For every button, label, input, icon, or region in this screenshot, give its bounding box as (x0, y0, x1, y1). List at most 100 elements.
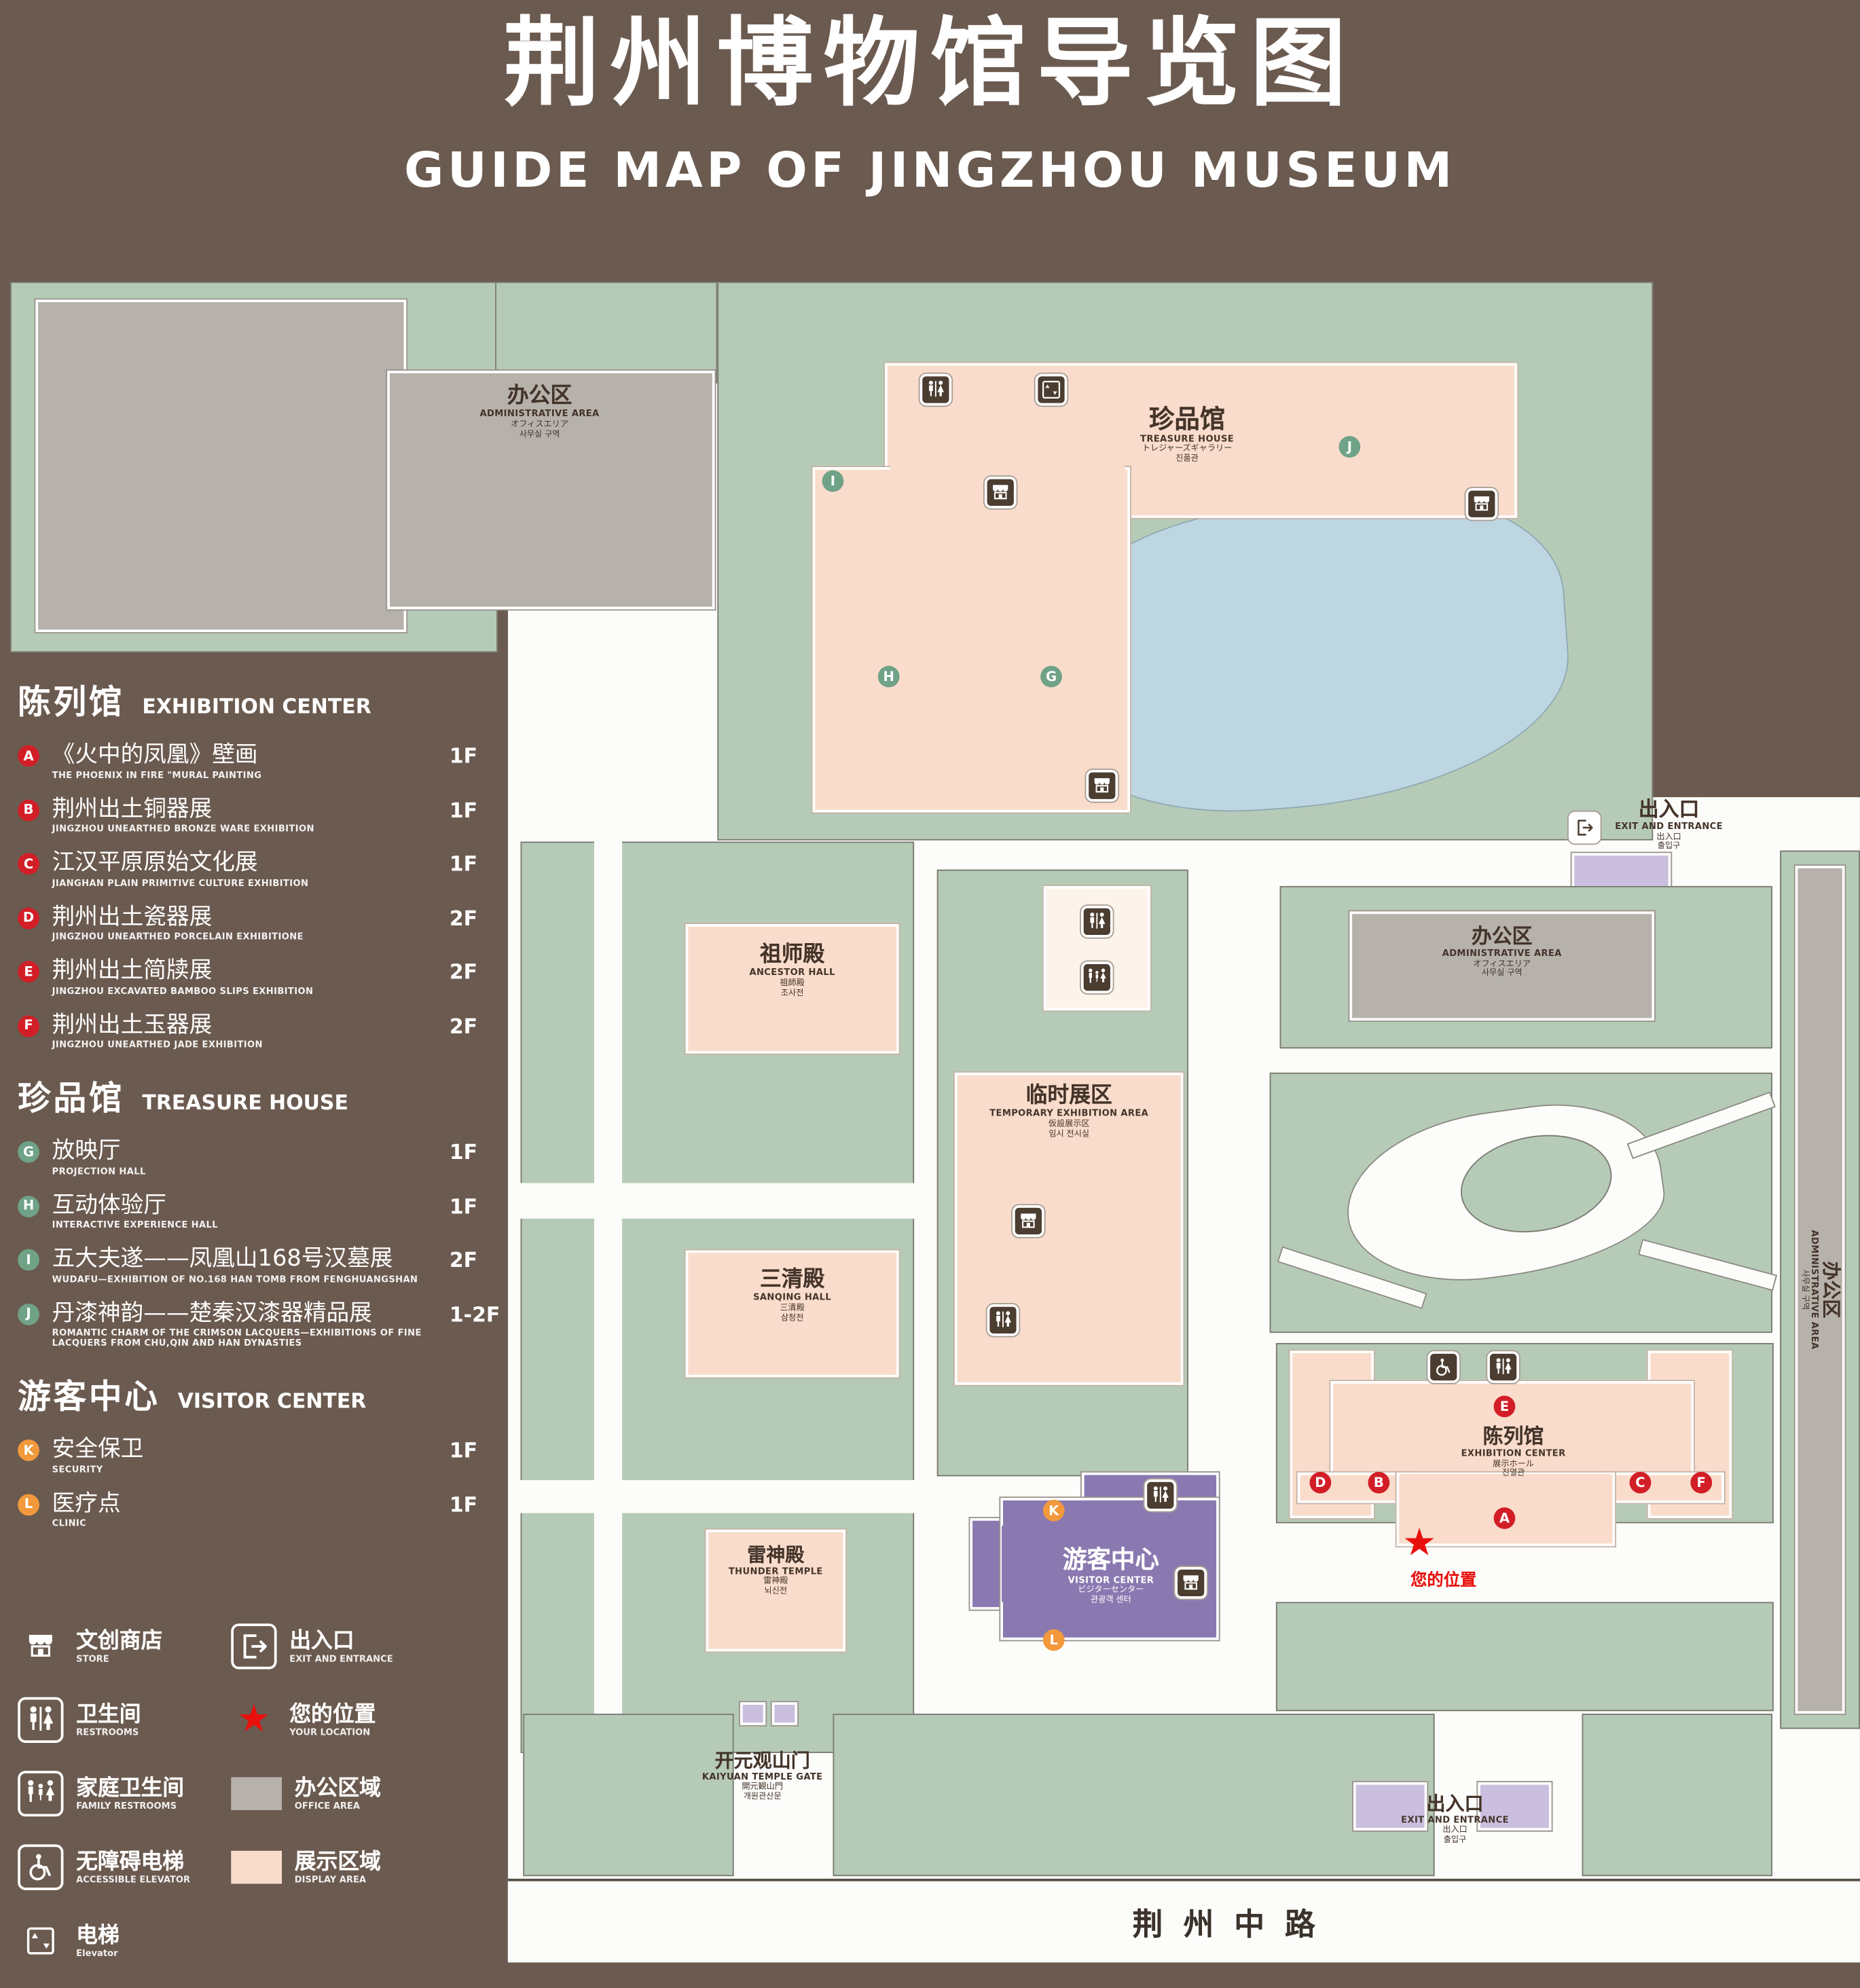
item-title-en: PROJECTION HALL (52, 1166, 146, 1177)
label-en: TEMPORARY EXHIBITION AREA (989, 1108, 1149, 1119)
label-ko: 조사전 (780, 987, 804, 997)
label-ko: 뇌신전 (764, 1585, 788, 1596)
label-ja: 出入口 (1656, 830, 1681, 841)
building-joint (1652, 1384, 1690, 1478)
label-zh: 雷神殿 (747, 1543, 805, 1567)
south-grounds-left (523, 1713, 734, 1877)
map-marker-I: I (822, 470, 844, 492)
building-joint (1334, 1384, 1372, 1478)
legend-marker: F (18, 1014, 39, 1037)
label-ko: 임시 전시실 (1048, 1128, 1090, 1139)
label-ko: 진품관 (1175, 453, 1199, 464)
item-title-zh: 荆州出土铜器展 (52, 795, 213, 822)
ancestor-hall-building (685, 924, 899, 1054)
south-grounds-middle (833, 1713, 1435, 1877)
item-title-zh: 荆州出土简牍展 (52, 957, 213, 984)
legend-marker: E (18, 961, 39, 983)
item-title-zh: 安全保卫 (52, 1435, 144, 1462)
map-marker-C: C (1629, 1471, 1652, 1494)
sanqing-hall-building (685, 1250, 899, 1378)
label-ja: オフィスエリア (511, 418, 568, 429)
label-ja: 開元観山門 (742, 1781, 784, 1792)
restroom-icon (1487, 1351, 1519, 1383)
visitor-center-label: 游客中心 VISITOR CENTER ビジターセンター 관광객 센터 (1016, 1546, 1206, 1605)
exhibition-center-label: 陈列馆 EXHIBITION CENTER 展示ホール 진열관 (1418, 1424, 1608, 1479)
item-title-en: JINGZHOU UNEARTHED BRONZE WARE EXHIBITIO… (52, 824, 314, 834)
legend-header-visitor: 游客中心 VISITOR CENTER (18, 1371, 515, 1418)
legend-marker: B (18, 798, 39, 821)
item-title-zh: 五大夫遂——凤凰山168号汉墓展 (52, 1245, 393, 1272)
item-title-zh: 放映厅 (52, 1137, 121, 1164)
store-icon (984, 477, 1017, 509)
legend-marker: H (18, 1195, 39, 1217)
map-marker-J: J (1338, 436, 1361, 458)
building-joint (1002, 1526, 1013, 1602)
item-title-en: JINGZHOU UNEARTHED JADE EXHIBITION (52, 1039, 263, 1050)
admin-east-building (1795, 866, 1845, 1714)
admin-nw-building (35, 299, 407, 633)
label-en: EXHIBITION CENTER (1461, 1448, 1566, 1459)
page-subtitle: GUIDE MAP OF JINGZHOU MUSEUM (404, 142, 1456, 198)
legend-header-exhibition: 陈列馆 EXHIBITION CENTER (18, 676, 515, 723)
admin-mid-building (1349, 911, 1655, 1021)
restroom-icon (987, 1304, 1019, 1336)
floor-label: 1F (449, 1194, 478, 1218)
family-restroom-icon (18, 1771, 64, 1817)
map-marker-H: H (877, 665, 900, 688)
label-en: THUNDER TEMPLE (728, 1566, 823, 1577)
floor-label: 2F (449, 1247, 478, 1272)
label-ko: 삼청전 (780, 1312, 804, 1323)
admin-nw-label: 办公区 ADMINISTRATIVE AREA オフィスエリア 사무실 구역 (419, 384, 660, 440)
floor-label: 1F (449, 798, 478, 822)
floor-label: 1F (449, 1139, 478, 1164)
item-title-zh: 《火中的凤凰》壁画 (52, 741, 258, 769)
label-en: EXIT AND ENTRANCE (1615, 821, 1723, 832)
label-en: TREASURE HOUSE (1140, 434, 1235, 445)
admin-nw-wing (387, 370, 715, 610)
item-title-zh: 荆州出土玉器展 (52, 1011, 213, 1038)
label-ko: 관광객 센터 (1091, 1594, 1131, 1605)
label-ja: 展示ホール (1493, 1458, 1534, 1469)
legend-marker: A (18, 745, 39, 767)
kaiyuan-gate-label: 开元观山门 KAIYUAN TEMPLE GATE 開元観山門 개원관산문 (696, 1749, 829, 1802)
south-grounds-right (1582, 1713, 1772, 1877)
section-title-en: VISITOR CENTER (177, 1388, 367, 1413)
store-icon (1465, 487, 1498, 520)
wheelchair-icon (1427, 1351, 1460, 1383)
store-icon (1086, 769, 1118, 802)
nw-grounds-arm (495, 282, 718, 384)
building-joint (1400, 1473, 1611, 1481)
restroom-icon (18, 1697, 64, 1743)
accessible-elevator-icon (18, 1844, 64, 1890)
map-marker-L: L (1042, 1629, 1065, 1651)
treasure-house-wing (812, 467, 1130, 813)
legend-marker: K (18, 1439, 39, 1461)
label-zh: 办公区 (507, 383, 572, 409)
label-zh: 三清殿 (759, 1266, 825, 1293)
label-en: ADMINISTRATIVE AREA (479, 409, 600, 420)
label-zh: 办公区 (1471, 924, 1533, 949)
item-title-zh: 江汉平原原始文化展 (52, 849, 258, 877)
map-marker-B: B (1368, 1471, 1390, 1494)
item-title-en: JINGZHOU UNEARTHED PORCELAIN EXHIBITIONE (52, 932, 304, 942)
section-title-en: EXHIBITION CENTER (142, 694, 371, 719)
office-area-swatch (231, 1777, 282, 1811)
label-en: ANCESTOR HALL (749, 968, 835, 978)
section-title-zh: 珍品馆 (18, 1080, 125, 1119)
floor-label: 1F (449, 851, 478, 877)
exhibition-grounds-lower (1275, 1602, 1774, 1712)
legend-marker: I (18, 1249, 39, 1271)
label-zh: 祖师殿 (759, 942, 825, 968)
item-title-zh: 互动体验厅 (52, 1191, 166, 1218)
